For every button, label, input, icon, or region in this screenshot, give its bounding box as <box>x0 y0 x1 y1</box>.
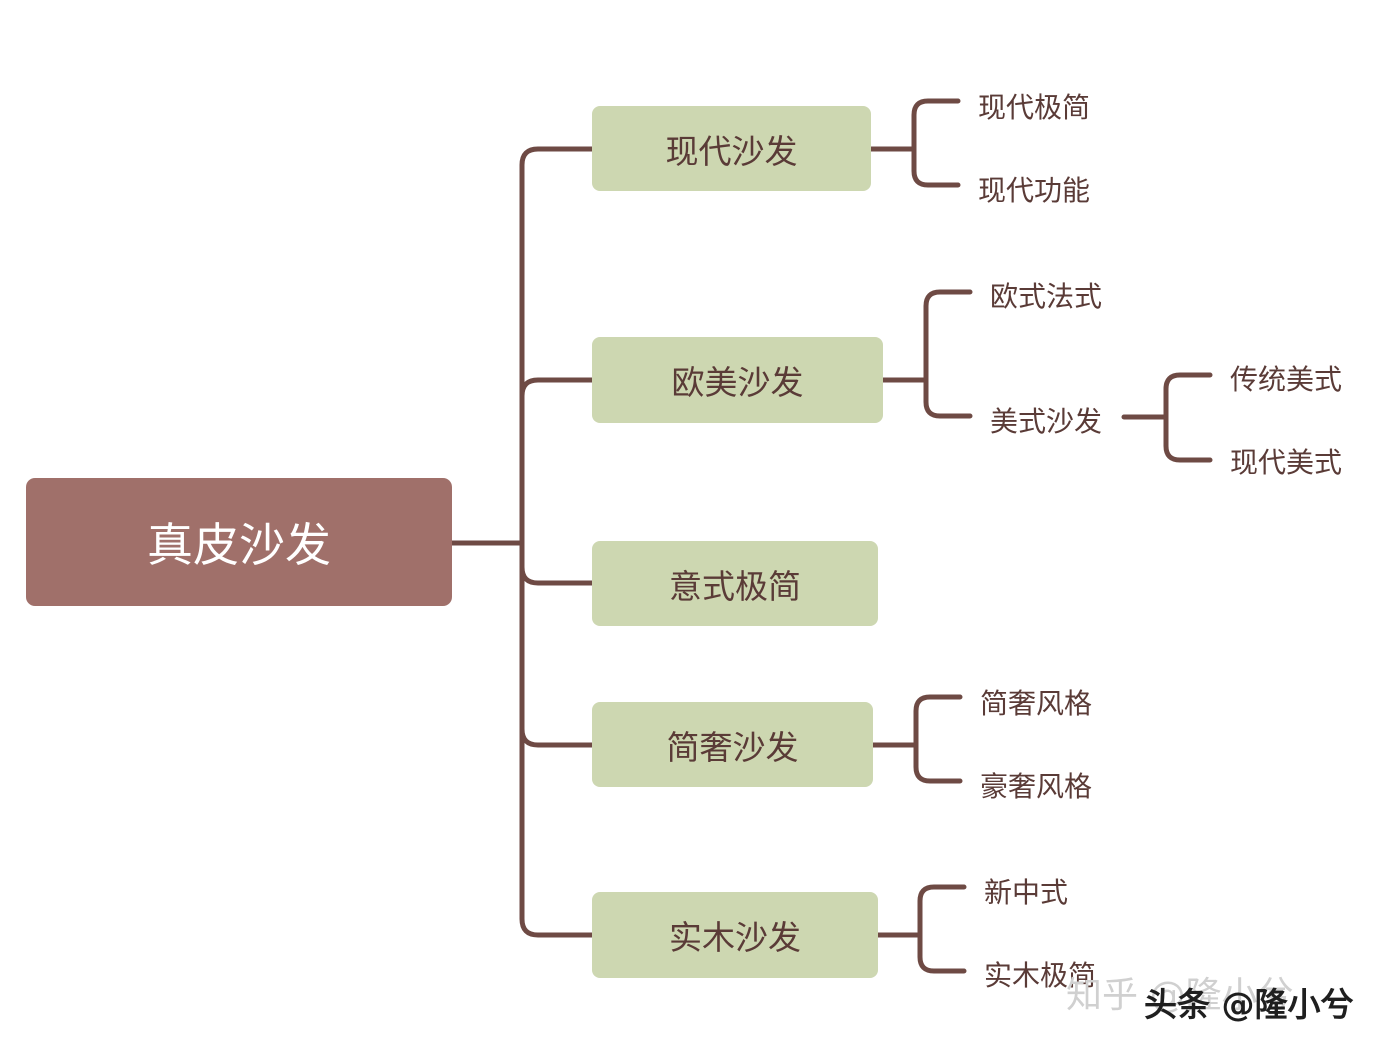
branch-node-solid-wood: 实木沙发 <box>592 892 878 978</box>
leaf-modern-functional: 现代功能 <box>978 174 1091 207</box>
connector-to-branch-4 <box>519 726 595 748</box>
connector-branch-4-bracket <box>913 694 963 784</box>
leaf-european-french: 欧式法式 <box>990 280 1103 313</box>
leaf-modern-american: 现代美式 <box>1230 446 1343 479</box>
leaf-traditional-american: 传统美式 <box>1230 363 1343 396</box>
branch-label-solid-wood: 实木沙发 <box>669 918 801 957</box>
branch-label-italian-minimal: 意式极简 <box>669 566 801 606</box>
connector-to-branch-3 <box>519 564 595 586</box>
connector-branch-1-bracket <box>911 98 961 188</box>
leaf-modern-minimal: 现代极简 <box>978 91 1091 124</box>
connector-branch-5-bracket <box>917 884 967 974</box>
branch-node-modern: 现代沙发 <box>592 106 871 191</box>
branch-label-euro-american: 欧美沙发 <box>671 363 804 402</box>
branch-label-modern: 现代沙发 <box>665 131 798 171</box>
branch-node-euro-american: 欧美沙发 <box>592 337 883 423</box>
watermark-toutiao: 头条 @隆小兮 <box>1144 985 1354 1024</box>
leaf-new-chinese: 新中式 <box>984 876 1069 909</box>
leaf-grand-luxury-style: 豪奢风格 <box>980 770 1093 803</box>
branch-node-italian-minimal: 意式极简 <box>592 541 878 626</box>
branch-label-light-luxury: 简奢沙发 <box>666 727 799 767</box>
root-label: 真皮沙发 <box>147 518 331 572</box>
leaf-american-sofa: 美式沙发 <box>990 405 1103 438</box>
connector-branch-2-bracket <box>923 289 973 419</box>
connector-trunk <box>519 146 595 938</box>
root-node: 真皮沙发 <box>26 478 452 606</box>
branch-node-light-luxury: 简奢沙发 <box>592 702 873 787</box>
connector-to-branch-2 <box>519 377 595 399</box>
connector-sub-bracket <box>1163 372 1213 463</box>
leaf-solid-wood-minimal: 实木极简 <box>984 959 1097 992</box>
watermark-zhihu: 知乎 @隆小兮 <box>1066 975 1294 1016</box>
leaf-light-luxury-style: 简奢风格 <box>980 687 1093 720</box>
